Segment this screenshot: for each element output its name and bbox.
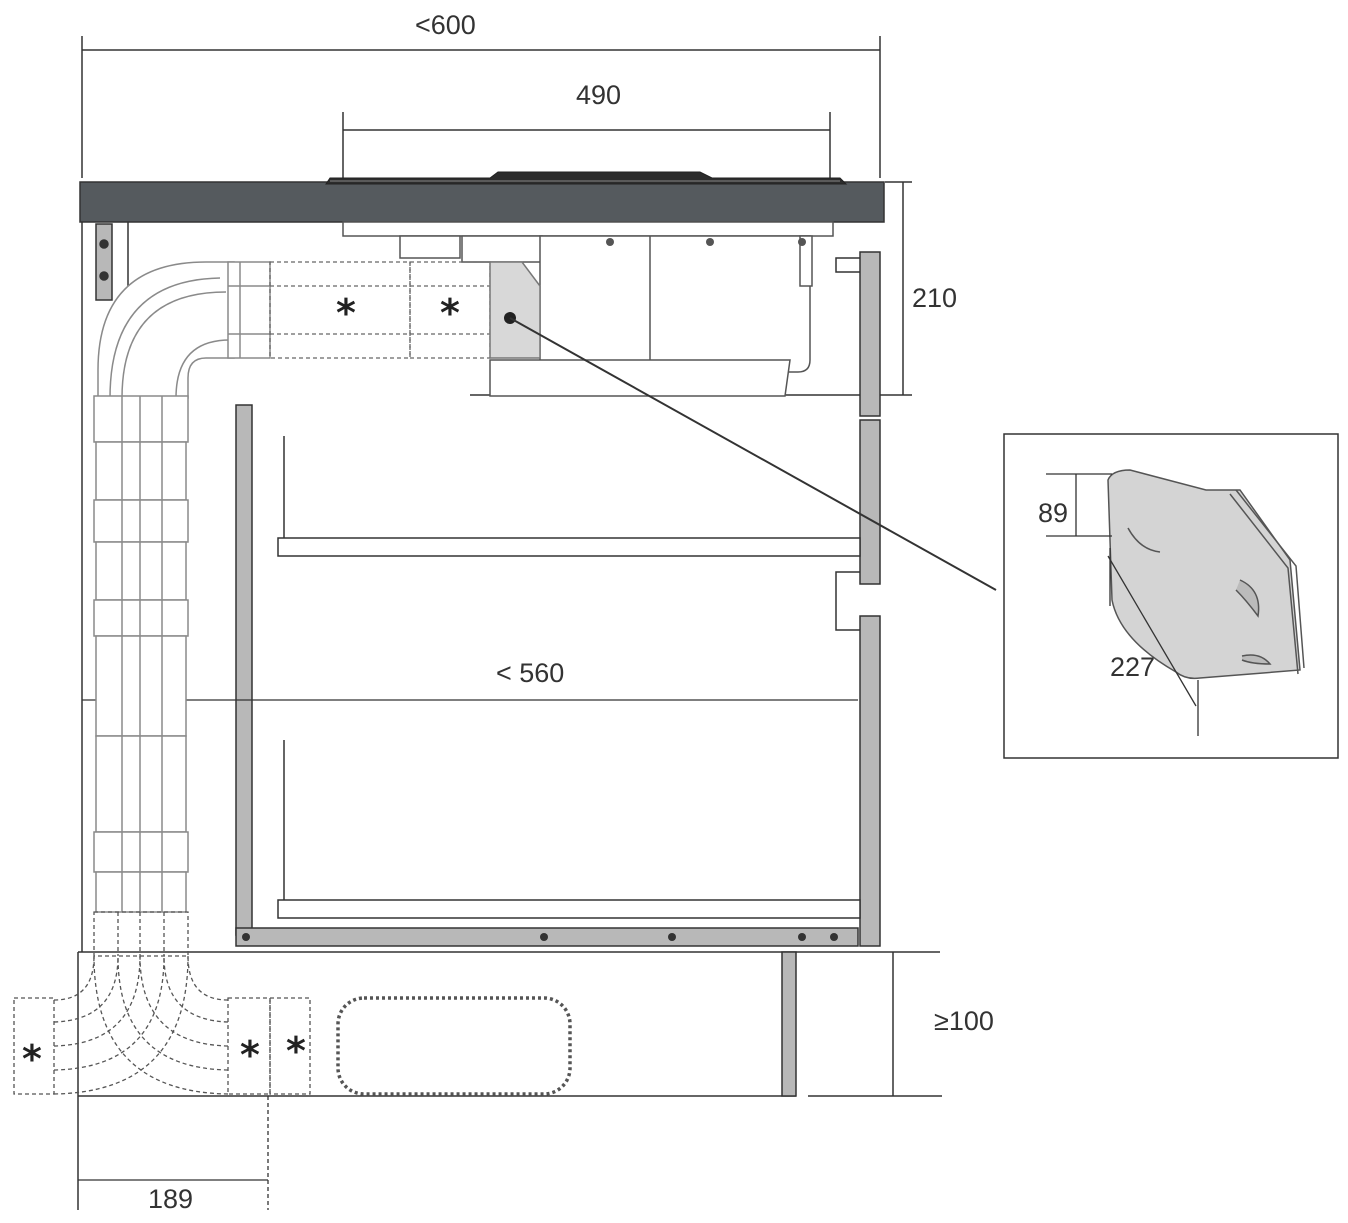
asterisk-marker-5: * bbox=[286, 1029, 306, 1073]
hob-screws bbox=[606, 238, 806, 246]
drawer-upper bbox=[277, 436, 861, 557]
cabinet-left-side bbox=[81, 222, 129, 952]
front-panels bbox=[859, 251, 881, 947]
hob-height-label: 210 bbox=[912, 283, 957, 313]
duct-vertical bbox=[93, 395, 189, 913]
detail-dimension-lines bbox=[1046, 473, 1199, 736]
duct-elbow bbox=[97, 261, 235, 399]
hob-width-label: 490 bbox=[576, 80, 621, 110]
detail-adapter-drawing bbox=[1107, 469, 1305, 680]
cabinet-base bbox=[235, 927, 859, 947]
total-width-label: <600 bbox=[415, 10, 476, 40]
worktop bbox=[79, 181, 885, 223]
duct-dashed-plinth bbox=[13, 911, 311, 1095]
duct-dashed-box bbox=[336, 996, 572, 1096]
detail-leader-line bbox=[509, 317, 997, 591]
duct-horizontal-connector bbox=[227, 261, 271, 359]
hob-outlet bbox=[489, 261, 541, 359]
detail-length-label: 227 bbox=[1110, 652, 1155, 682]
asterisk-marker-1: * bbox=[336, 291, 356, 335]
hob-body bbox=[342, 221, 834, 397]
asterisk-marker-2: * bbox=[440, 291, 460, 335]
asterisk-marker-3: * bbox=[22, 1037, 42, 1081]
plinth-height-label: ≥100 bbox=[934, 1006, 994, 1036]
plinth bbox=[77, 951, 940, 1210]
duct-offset-label: 189 bbox=[148, 1184, 193, 1214]
duct-offset-dimension bbox=[78, 1096, 269, 1210]
plinth-height-dimension bbox=[808, 952, 942, 1097]
front-handles bbox=[835, 257, 860, 631]
drawer-lower bbox=[277, 740, 861, 919]
cabinet-inner-panel bbox=[235, 404, 253, 936]
detail-height-label: 89 bbox=[1038, 498, 1068, 528]
asterisk-marker-4: * bbox=[240, 1033, 260, 1077]
total-width-dimension bbox=[81, 36, 881, 178]
cabinet-depth-label: < 560 bbox=[496, 658, 564, 688]
hob-glass bbox=[325, 171, 848, 185]
